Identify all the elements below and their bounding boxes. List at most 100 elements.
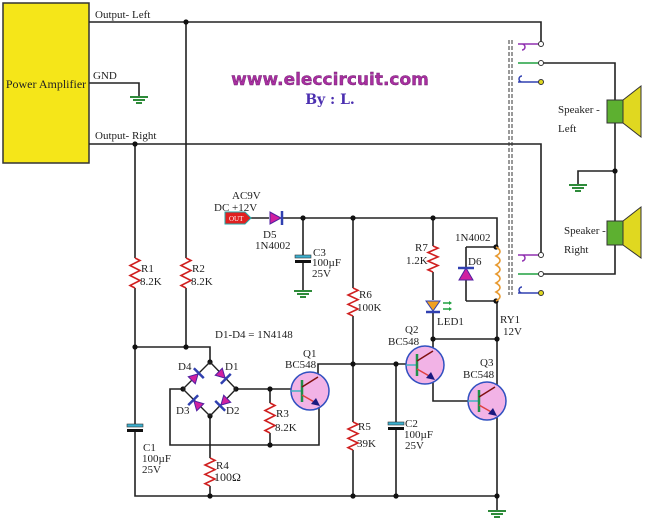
junction-dot	[183, 19, 189, 25]
supply-ac-label: AC9V	[232, 190, 261, 202]
d2-triangle	[220, 394, 232, 406]
r5-resistor-icon	[346, 421, 360, 451]
q3-collector	[478, 386, 496, 398]
contact-terminal	[538, 290, 544, 296]
q3-name: Q3	[480, 357, 494, 369]
contact-terminal	[538, 60, 544, 66]
r2-resistor-icon	[179, 257, 193, 289]
q1-name: Q1	[303, 348, 316, 360]
relay-value: 12V	[503, 326, 522, 338]
relay-nc-contact	[518, 254, 541, 262]
r2-value: 8.2K	[191, 276, 213, 288]
speaker-left-icon	[606, 84, 642, 139]
contact-terminal	[538, 252, 544, 258]
d1-label: D1	[225, 361, 238, 373]
q3-value: BC548	[463, 369, 495, 381]
junction-dot	[393, 493, 399, 499]
c2-voltage: 25V	[405, 440, 424, 452]
d2-bar	[214, 399, 227, 412]
output-right-label: Output- Right	[95, 130, 156, 142]
led1-icon	[425, 300, 452, 314]
r3-resistor-icon	[263, 402, 277, 434]
d2-diode-icon	[214, 394, 232, 412]
q2-collector	[416, 350, 434, 362]
c2-name: C2	[405, 418, 418, 430]
ground-icon	[294, 290, 312, 298]
q2-transistor-icon	[405, 345, 445, 385]
r1-resistor-icon	[128, 257, 142, 289]
author-credit: By : L.	[305, 92, 355, 108]
d2-label: D2	[226, 405, 239, 417]
c1-value: 100µF	[142, 453, 171, 465]
r4-value: 100Ω	[214, 470, 241, 484]
relay-nc-contact	[518, 43, 541, 51]
out-tag: OUT	[224, 211, 252, 225]
bridge-rectifier	[182, 361, 237, 417]
c3-voltage: 25V	[312, 268, 331, 280]
junction-dot	[350, 361, 356, 367]
relay-no-contact	[518, 286, 541, 294]
ground-icon	[130, 96, 148, 104]
r4-name: R4	[216, 460, 229, 472]
r7-resistor-icon	[425, 245, 441, 273]
junction-dot	[350, 493, 356, 499]
r3-value: 8.2K	[275, 422, 297, 434]
speaker-right-label-2: Right	[564, 244, 588, 256]
website-watermark: www.eleccircuit.com	[231, 70, 429, 90]
d3-label: D3	[176, 405, 190, 417]
r2-name: R2	[192, 263, 205, 275]
r6-name: R6	[359, 289, 372, 301]
d4-triangle	[187, 373, 199, 385]
relay-linkage	[508, 40, 513, 295]
speaker-right-icon	[606, 205, 642, 259]
r5-name: R5	[358, 421, 371, 433]
supply-dc-label: DC +12V	[214, 202, 257, 214]
d3-diode-icon	[187, 394, 205, 412]
r4-resistor-icon	[203, 457, 217, 487]
c1-voltage: 25V	[142, 464, 161, 476]
capacitor-c2-icon	[387, 421, 405, 430]
diode-d5-icon	[269, 211, 284, 225]
d6-name: D6	[468, 256, 482, 268]
junction-dot	[183, 344, 189, 350]
q1-value: BC548	[285, 359, 317, 371]
junction-dot	[430, 215, 436, 221]
diode-d6-icon	[458, 266, 474, 281]
junction-dot	[393, 361, 399, 367]
ground-icon	[488, 510, 506, 518]
junction-dot	[132, 141, 138, 147]
capacitor-c3-icon	[294, 254, 312, 263]
r1-name: R1	[141, 263, 154, 275]
junction-dot	[267, 386, 273, 392]
d5-name: D5	[263, 229, 277, 241]
q2-emitter-arrow	[426, 372, 435, 380]
d1-diode-icon	[214, 367, 232, 385]
d1-bar	[219, 372, 232, 385]
d4-label: D4	[178, 361, 192, 373]
bridge-note: D1-D4 = 1N4148	[215, 329, 293, 341]
speaker-right-label-1: Speaker -	[564, 225, 606, 237]
junction-dot	[612, 168, 618, 174]
relay-coil-icon	[494, 246, 501, 302]
junctions	[132, 19, 618, 499]
junction-dot	[300, 215, 306, 221]
out-tag-text: OUT	[229, 215, 244, 223]
junction-dot	[430, 336, 436, 342]
grounds	[130, 96, 587, 518]
r6-value: 100K	[357, 302, 382, 314]
ground-icon	[569, 184, 587, 192]
d5-value: 1N4002	[255, 240, 290, 252]
q2-name: Q2	[405, 324, 418, 336]
output-left-label: Output- Left	[95, 9, 150, 21]
relay-no-contact	[518, 75, 541, 83]
r1-value: 8.2K	[140, 276, 162, 288]
speaker-left-label-1: Speaker -	[558, 104, 600, 116]
d6-value: 1N4002	[455, 232, 490, 244]
c3-value: 100µF	[312, 257, 341, 269]
r5-value: 39K	[357, 438, 376, 450]
r7-name: R7	[415, 242, 428, 254]
contact-terminal	[538, 271, 544, 277]
relay-name: RY1	[500, 314, 520, 326]
q1-collector	[301, 376, 319, 388]
